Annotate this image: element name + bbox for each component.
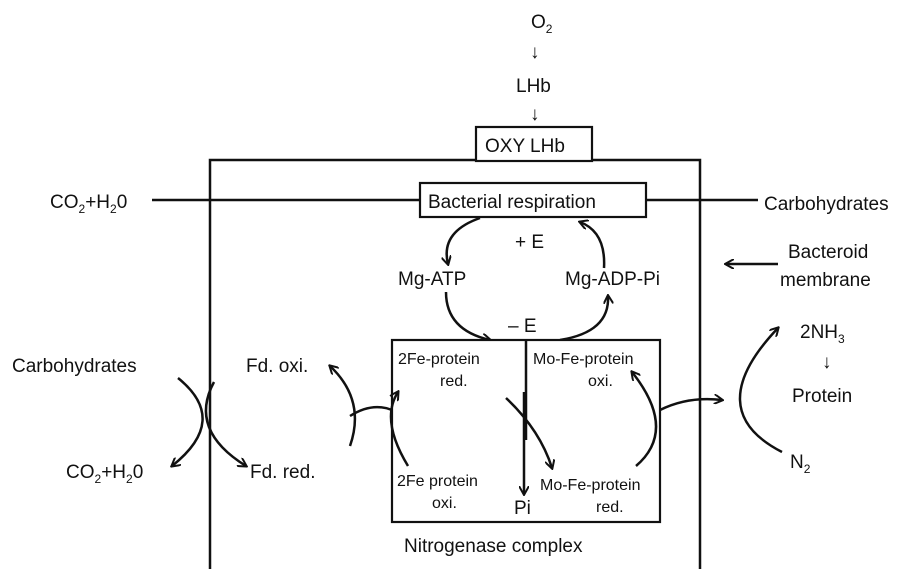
pi-label: Pi (514, 498, 531, 519)
arrow-down-icon: ↓ (822, 352, 832, 373)
co2-h2o-lower-label: CO2+H20 (66, 462, 143, 486)
fe-protein-oxi-label-2: oxi. (432, 495, 457, 512)
nh3-label: 2NH3 (800, 322, 845, 346)
bacterial-respiration-label: Bacterial respiration (428, 192, 596, 213)
fd-return-arc (330, 366, 357, 447)
n2-to-nh3-arc (738, 328, 783, 454)
bacteroid-membrane-box (208, 158, 702, 569)
plus-e-label: + E (515, 232, 544, 253)
nitrogenase-to-n2-arrow (659, 399, 722, 412)
fe-to-mofe-arc (505, 397, 552, 468)
fe-protein-red-label-2: red. (440, 373, 468, 390)
respiration-right-carbohydrates: Carbohydrates (764, 194, 889, 215)
fe-cycle-arc-left (391, 392, 410, 467)
bacteroid-membrane-label: Bacteroid (788, 242, 868, 263)
energy-arc-adp-up (580, 222, 606, 269)
carbohydrate-oxidation-arc (172, 377, 204, 466)
oxy-lhb-box (474, 125, 594, 163)
protein-label: Protein (792, 386, 852, 407)
energy-arc-atp-down (444, 291, 490, 340)
mg-adp-pi-label: Mg-ADP-Pi (565, 269, 660, 290)
bacterial-respiration-box (418, 181, 648, 219)
fd-to-nitrogenase-link (349, 405, 393, 418)
fd-reduction-arc (204, 381, 246, 466)
fd-oxi-label: Fd. oxi. (246, 356, 308, 377)
o2-label: O2 (531, 12, 553, 36)
arrow-down-icon: ↓ (530, 104, 540, 125)
lhb-label: LHb (516, 76, 551, 97)
nitrogenase-complex-label: Nitrogenase complex (404, 536, 583, 557)
energy-arc-to-atp (447, 216, 481, 264)
mofe-protein-red-label-2: red. (596, 499, 624, 516)
minus-e-label: – E (508, 316, 537, 337)
mofe-protein-red-label: Mo-Fe-protein (540, 477, 640, 494)
respiration-left-co2-h2o: CO2+H20 (50, 192, 127, 216)
oxy-lhb-label: OXY LHb (485, 136, 565, 157)
fe-protein-red-label: 2Fe-protein (398, 351, 480, 368)
bacteroid-membrane-label-2: membrane (780, 270, 871, 291)
arrow-down-icon: ↓ (530, 42, 540, 63)
carbohydrates-left-label: Carbohydrates (12, 356, 137, 377)
energy-arc-up-to-adp (559, 296, 608, 342)
n2-label: N2 (790, 452, 811, 476)
mofe-protein-oxi-label: Mo-Fe-protein (533, 351, 633, 368)
mg-atp-label: Mg-ATP (398, 269, 466, 290)
mofe-cycle-arc-right (632, 372, 658, 467)
mofe-protein-oxi-label-2: oxi. (588, 373, 613, 390)
fe-protein-oxi-label: 2Fe protein (397, 473, 478, 490)
fd-red-label: Fd. red. (250, 462, 315, 483)
